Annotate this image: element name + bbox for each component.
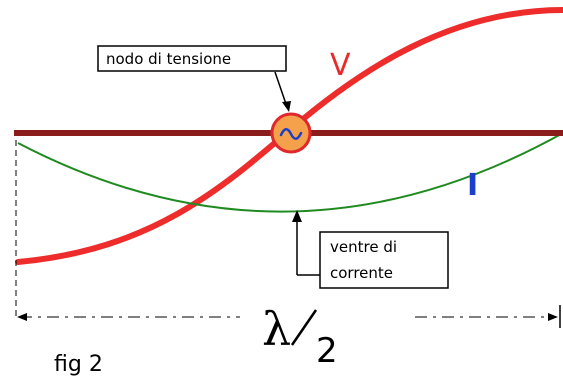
voltage-node-callout: nodo di tensione [97, 45, 291, 112]
current-belly-label-line2: corrente [330, 264, 393, 282]
lambda-symbol: λ [262, 302, 291, 356]
current-belly-callout: ventre di corrente [292, 210, 449, 289]
ac-source-icon [270, 112, 312, 154]
current-label: I [467, 168, 478, 203]
half-lambda-label: λ 2 [262, 302, 338, 371]
voltage-label: V [330, 48, 351, 83]
voltage-node-label: nodo di tensione [106, 50, 231, 68]
current-curve [17, 132, 563, 213]
half-wavelength-arrow [17, 313, 558, 321]
current-belly-label-line1: ventre di [330, 238, 397, 256]
figure-label: fig 2 [54, 352, 103, 377]
lambda-denominator: 2 [316, 331, 338, 371]
